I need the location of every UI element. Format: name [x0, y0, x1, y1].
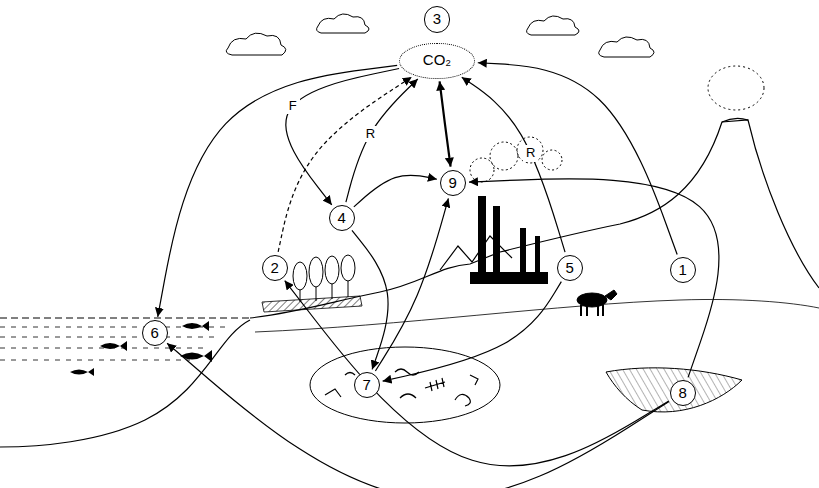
callout-circle: 8: [670, 380, 697, 407]
cloud: [317, 14, 369, 33]
tree-trunks: [300, 281, 348, 302]
flow-arrow: [285, 281, 669, 466]
hatched-soil: [262, 296, 362, 312]
flow-label: R: [363, 126, 378, 142]
pool-label: CO₂: [423, 52, 451, 69]
callout-circle: 6: [142, 320, 169, 347]
callout-number: 8: [679, 385, 687, 402]
fish-shape: [100, 341, 127, 351]
tree-crown: [325, 256, 339, 284]
flow-arrow: [375, 198, 448, 371]
cow: [577, 290, 617, 316]
water-surface: [0, 318, 250, 319]
land: [250, 66, 819, 332]
chimney: [493, 206, 500, 278]
flow-arrow: [352, 230, 388, 369]
sea-bed: [0, 320, 250, 447]
flow-arrow: [158, 65, 397, 316]
callout-number: 3: [433, 11, 441, 28]
fish-shape: [182, 321, 209, 331]
tree-crown: [309, 257, 323, 287]
volcano-crater: [722, 118, 748, 122]
flow-arrow: [167, 343, 669, 488]
callout-circle: 7: [354, 372, 381, 399]
flow-arrow: [440, 81, 451, 166]
fossil-remains: [325, 369, 478, 406]
flow-arrow: [469, 179, 719, 378]
smoke-puff: [470, 158, 494, 182]
smoke-puff: [490, 142, 518, 170]
callout-number: 7: [363, 377, 371, 394]
cow-legs: [581, 305, 603, 316]
callout-number: 4: [338, 210, 346, 227]
oil-lens: [606, 368, 742, 412]
trees: [293, 255, 355, 302]
factory: [470, 137, 562, 284]
factory-building: [470, 272, 548, 284]
tree-crown: [293, 262, 307, 290]
callout-circle: 5: [557, 255, 584, 282]
oil-deposit: [606, 368, 742, 412]
callout-number: 2: [271, 260, 279, 277]
flow-arrow: [354, 175, 437, 207]
tree-crown: [341, 255, 355, 281]
callout-circle: 9: [440, 170, 467, 197]
flow-arrow: [462, 77, 565, 252]
smoke: [470, 137, 562, 182]
cow-head: [605, 290, 617, 300]
flow-label: R: [523, 145, 538, 161]
mountains: [440, 236, 512, 270]
fish-shape: [70, 368, 94, 376]
callout-circle: 3: [424, 6, 451, 33]
fossil-deposit: [310, 347, 500, 423]
land-surface: [250, 120, 819, 318]
callout-circle: 4: [329, 205, 356, 232]
callout-number: 6: [151, 325, 159, 342]
callout-number: 9: [449, 175, 457, 192]
co2-cloud: CO₂: [399, 43, 475, 79]
callout-circle: 2: [262, 255, 289, 282]
callout-number: 1: [679, 262, 687, 279]
flow-arrow: [383, 282, 562, 382]
fish: [70, 321, 212, 376]
flow-label: F: [286, 98, 300, 114]
cloud: [527, 16, 579, 35]
cloud: [226, 33, 286, 55]
marsh-strip: [262, 296, 362, 312]
callout-circle: 1: [670, 257, 697, 284]
flow-arrow: [278, 77, 412, 252]
deposit-outline: [310, 347, 500, 423]
chimney: [478, 196, 486, 278]
callout-number: 5: [566, 260, 574, 277]
fish-shape: [180, 350, 212, 362]
cow-body: [577, 293, 607, 307]
volcano-smoke: [708, 66, 764, 110]
cloud: [599, 37, 654, 57]
flow-arrow: [478, 63, 677, 255]
smoke-puff: [542, 150, 562, 170]
smoke-puff: [517, 137, 543, 163]
co2-pool: 3CO₂: [399, 6, 475, 79]
